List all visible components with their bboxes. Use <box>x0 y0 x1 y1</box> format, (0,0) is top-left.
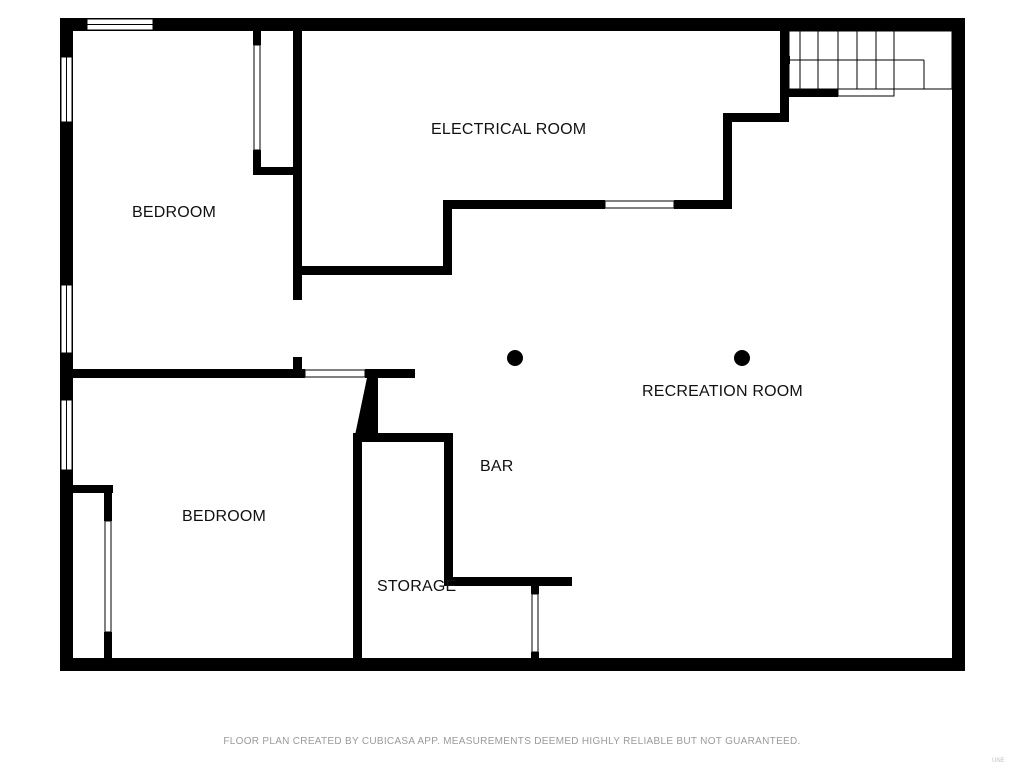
wall-electrical-upper <box>723 113 789 122</box>
wall-stair-bottom <box>780 89 838 97</box>
wall-electrical-middle-left <box>443 200 605 209</box>
wall-bar-bottom <box>444 577 572 586</box>
room-label-bedroom-2: BEDROOM <box>182 508 267 525</box>
wall-top <box>60 18 965 31</box>
wall-storage-door-stub-bottom <box>531 652 539 660</box>
wall-storage-door-stub <box>531 586 539 594</box>
wall-bedroom1-east-stub <box>293 357 302 372</box>
column-2 <box>734 350 750 366</box>
wall-right <box>952 18 965 671</box>
wall-electrical-bottom-left <box>302 266 452 275</box>
room-label-electrical-room: ELECTRICAL ROOM <box>431 121 587 138</box>
door-openings <box>104 44 675 653</box>
wall-bottom <box>60 658 965 671</box>
wall-electrical-east <box>780 31 789 122</box>
stair-marker <box>786 56 790 64</box>
room-label-bedroom-1: BEDROOM <box>132 204 217 221</box>
wall-electrical-step-2 <box>723 113 732 209</box>
wall-closet2-top <box>73 485 113 493</box>
door-electrical <box>604 200 675 209</box>
room-label-storage: STORAGE <box>377 578 457 595</box>
wall-storage-top <box>353 433 452 442</box>
column-1 <box>507 350 523 366</box>
wall-bar-west <box>444 433 453 585</box>
room-label-bar: BAR <box>480 458 514 475</box>
wall-between-bedrooms <box>73 369 305 378</box>
staircase <box>788 30 953 97</box>
wall-electrical-step-1 <box>443 200 452 275</box>
wall-storage-west <box>353 433 362 663</box>
door-storage <box>531 593 539 653</box>
exterior-walls <box>60 18 965 671</box>
door-closet1 <box>253 44 261 151</box>
wall-closet2-east-bottom <box>104 632 112 662</box>
wall-bedroom1-east <box>293 171 302 300</box>
wall-closet2-east-top <box>104 485 112 521</box>
wall-closet-vertical <box>293 31 302 171</box>
brand-mark: UNE <box>992 758 1005 764</box>
footer-disclaimer: FLOOR PLAN CREATED BY CUBICASA APP. MEAS… <box>223 736 801 747</box>
wall-closet-door-stub-top <box>253 31 261 45</box>
wall-electrical-middle-right <box>674 200 732 209</box>
door-bedroom2 <box>304 369 366 378</box>
wall-bedroom2-north-right <box>365 369 415 378</box>
interior-walls <box>73 31 838 663</box>
wall-wedge <box>354 373 378 440</box>
wall-closet-door-stub-bottom <box>253 150 261 175</box>
room-label-recreation-room: RECREATION ROOM <box>642 383 803 400</box>
windows <box>60 18 154 471</box>
door-closet2 <box>104 520 112 633</box>
wall-closet-bottom <box>253 167 302 175</box>
